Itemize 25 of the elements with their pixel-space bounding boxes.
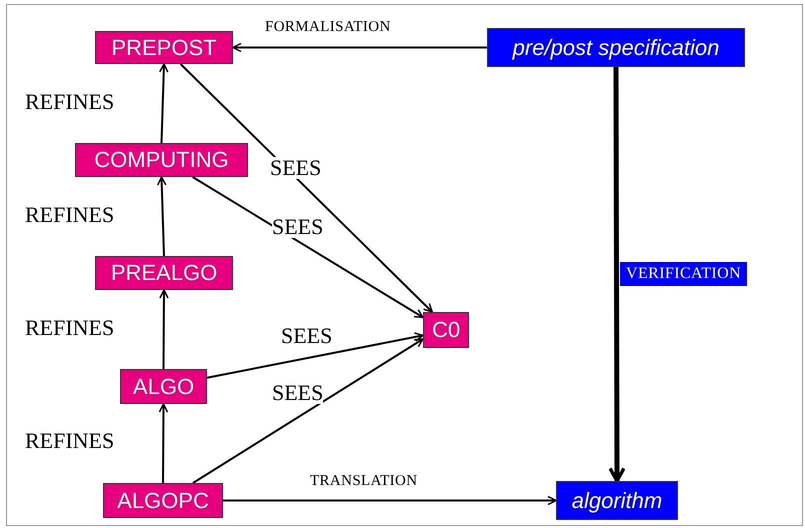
arrow	[180, 63, 433, 313]
process-box: algorithm	[556, 481, 678, 520]
arrow	[192, 176, 424, 318]
edge-label: SEES	[272, 216, 324, 238]
edge-label: TRANSLATION	[310, 474, 418, 489]
process-box: pre/post specification	[487, 28, 745, 67]
process-box: C0	[423, 312, 469, 348]
arrow	[157, 176, 166, 256]
process-box: ALGOPC	[103, 483, 223, 518]
edge-label: VERIFICATION	[620, 262, 748, 286]
edge-label: SEES	[270, 157, 322, 179]
arrow	[223, 496, 557, 506]
edge-label: SEES	[272, 382, 324, 404]
process-box: ALGO	[120, 369, 207, 404]
arrow	[158, 403, 168, 483]
process-box: PREALGO	[95, 256, 233, 290]
arrow	[192, 338, 424, 484]
edge-label: FORMALISATION	[265, 20, 391, 35]
arrow	[159, 289, 169, 369]
arrow	[206, 332, 424, 379]
arrow	[159, 63, 168, 144]
process-box: COMPUTING	[75, 143, 248, 177]
arrow	[232, 42, 487, 52]
process-box: PREPOST	[95, 31, 233, 64]
arrow	[608, 67, 626, 483]
